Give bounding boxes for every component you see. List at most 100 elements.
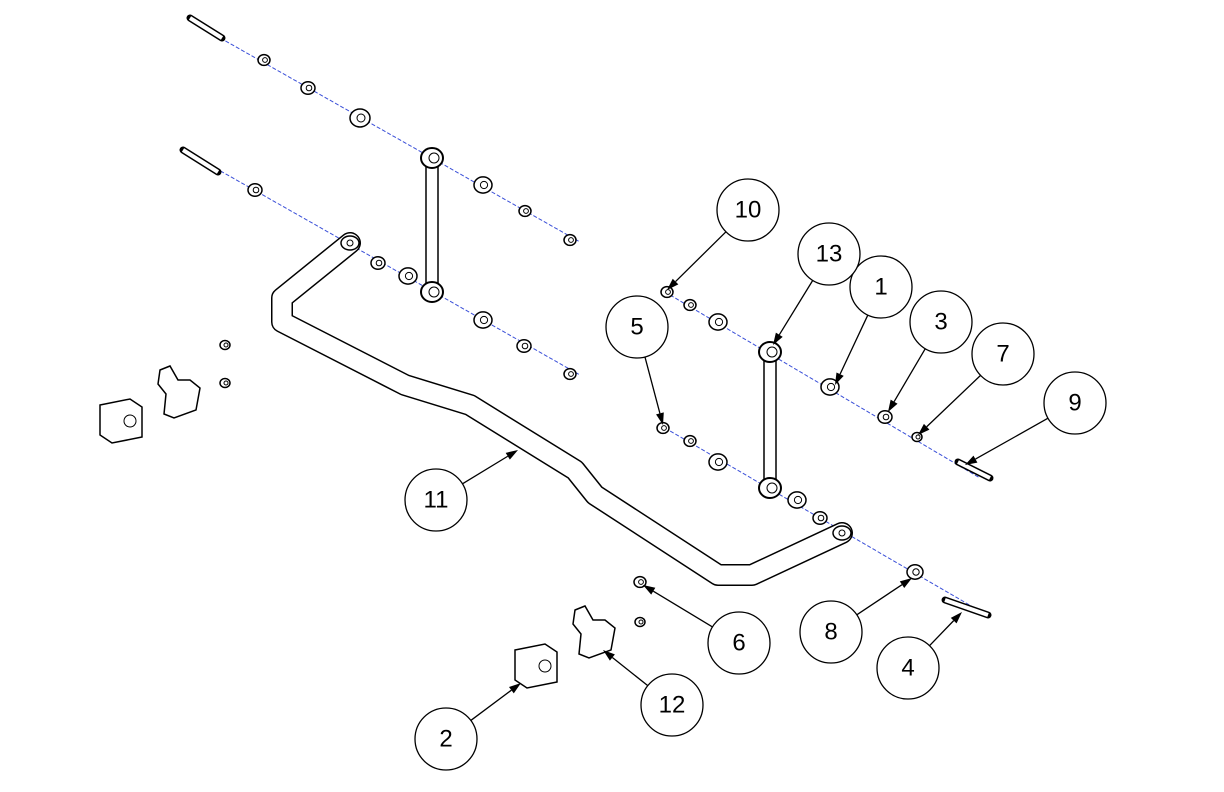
mounting-bracket — [157, 365, 201, 419]
arrowhead-icon — [508, 683, 521, 694]
end-link — [763, 351, 777, 489]
parts — [99, 14, 994, 689]
leader-line — [652, 590, 713, 628]
leader-line — [975, 417, 1049, 460]
leader-line — [856, 584, 903, 616]
washer-hole — [521, 342, 529, 350]
callout-number: 3 — [934, 309, 947, 336]
leader-line — [778, 280, 814, 336]
bolt-shank-fill — [957, 460, 991, 480]
callout-balloon — [971, 322, 1035, 386]
callout-7: 7 — [918, 322, 1035, 435]
callout-10: 10 — [667, 178, 780, 290]
washer-hole — [375, 259, 383, 267]
callout-2: 2 — [414, 683, 521, 771]
callout-balloon — [414, 707, 478, 771]
callout-number: 7 — [996, 341, 1009, 368]
washer-hole — [252, 186, 260, 194]
washer-hole — [404, 271, 414, 281]
callout-9: 9 — [965, 371, 1107, 465]
washer-hole — [356, 113, 366, 123]
assembly-axes — [209, 34, 986, 615]
washer-hole — [523, 208, 529, 214]
callout-balloon — [849, 255, 913, 319]
bolt-shank-fill — [188, 16, 224, 40]
callout-number: 4 — [901, 655, 914, 682]
bar-bushing — [99, 398, 143, 444]
callout-3: 3 — [888, 290, 973, 412]
washer-hole — [915, 434, 921, 440]
bar-bushing — [514, 643, 558, 689]
mounting-bracket — [572, 605, 616, 659]
callout-balloon — [909, 290, 973, 354]
washer-hole — [688, 302, 694, 308]
callout-6: 6 — [643, 585, 771, 675]
arrowhead-icon — [950, 612, 962, 624]
washer-hole — [688, 438, 694, 444]
arrowhead-icon — [835, 372, 844, 385]
bolt-shank-fill — [944, 598, 989, 617]
washer-hole — [479, 315, 489, 325]
washer-hole — [223, 380, 229, 386]
callout-balloon — [640, 673, 704, 737]
callout-5: 5 — [605, 295, 669, 425]
link-bore — [766, 482, 778, 494]
sway-bar — [271, 232, 853, 586]
washer-hole — [714, 317, 724, 327]
washer-hole — [826, 382, 836, 392]
callout-balloon — [605, 295, 669, 359]
washer-hole — [661, 425, 667, 431]
bolt-shank-fill — [181, 148, 220, 174]
callout-balloon — [707, 611, 771, 675]
callout-12: 12 — [603, 650, 704, 737]
callout-number: 6 — [732, 630, 745, 657]
callout-number: 2 — [439, 726, 452, 753]
washer-hole — [479, 180, 489, 190]
washer-hole — [714, 457, 724, 467]
arrowhead-icon — [505, 450, 518, 460]
washer-hole — [817, 514, 825, 522]
axis-line — [214, 34, 581, 243]
callout-balloon — [799, 600, 863, 664]
callout-number: 5 — [630, 314, 643, 341]
link-bore — [428, 286, 440, 298]
callout-11: 11 — [404, 450, 518, 532]
callout-number: 11 — [424, 487, 449, 514]
bar-bushing-bore — [538, 659, 552, 673]
callout-1: 1 — [835, 255, 913, 385]
leader-line — [470, 689, 512, 721]
callout-balloon — [716, 178, 780, 242]
leader-line — [611, 656, 649, 687]
callout-number: 10 — [735, 197, 762, 224]
callout-balloon — [797, 222, 861, 286]
washer-hole — [305, 84, 313, 92]
leader-line — [644, 356, 661, 414]
link-bore — [766, 346, 778, 358]
leader-line — [929, 620, 955, 647]
callout-balloon — [1043, 371, 1107, 435]
arrowhead-icon — [643, 585, 656, 595]
callout-number: 8 — [824, 619, 837, 646]
arrowhead-icon — [918, 423, 930, 435]
callout-4: 4 — [876, 612, 962, 700]
callout-8: 8 — [799, 578, 912, 664]
leader-line — [839, 314, 869, 375]
washer-hole — [882, 413, 890, 421]
washer-hole — [665, 289, 671, 295]
callout-balloon — [876, 636, 940, 700]
arrowhead-icon — [667, 278, 679, 290]
leader-line — [675, 231, 727, 283]
end-link — [425, 157, 439, 293]
washer-hole — [638, 579, 644, 585]
leader-line — [926, 374, 982, 428]
bar-end-hole — [346, 239, 354, 247]
washer-hole — [912, 568, 920, 576]
callout-balloon — [404, 468, 468, 532]
leader-line — [893, 348, 926, 402]
leader-line — [462, 455, 509, 485]
washer-hole — [568, 237, 574, 243]
callout-number: 9 — [1068, 390, 1081, 417]
arrowhead-icon — [603, 650, 615, 661]
